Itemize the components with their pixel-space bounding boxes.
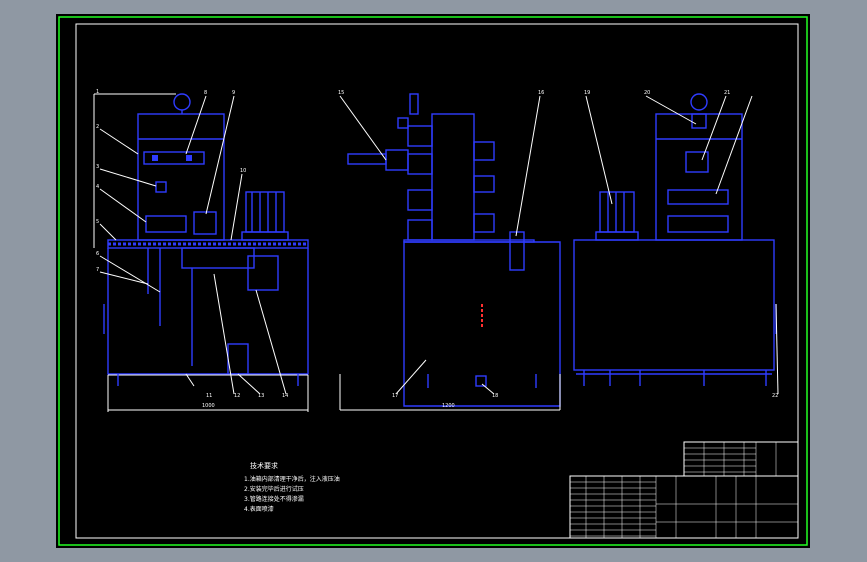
callout-6: 6 bbox=[96, 251, 99, 257]
callout-19: 19 bbox=[584, 90, 590, 96]
outer-border bbox=[58, 16, 808, 546]
tech-title: 技术要求 bbox=[250, 461, 278, 470]
callout-15: 15 bbox=[338, 90, 344, 96]
side-width-dim: 1200 bbox=[442, 403, 455, 409]
hydraulic-station-drawing: 1000 bbox=[58, 16, 808, 546]
callout-10: 10 bbox=[240, 168, 246, 174]
drawing-sheet: 1000 bbox=[56, 14, 810, 548]
callout-3: 3 bbox=[96, 164, 99, 170]
technical-notes: 技术要求 1.油箱内部清理干净后，注入液压油 2.安装完毕后进行试压 3.管路连… bbox=[244, 461, 340, 513]
rear-view bbox=[573, 93, 779, 395]
callout-11: 11 bbox=[206, 393, 212, 399]
callout-16: 16 bbox=[538, 90, 544, 96]
callout-21: 21 bbox=[724, 90, 730, 96]
note-3: 3.管路连接处不得渗漏 bbox=[244, 495, 304, 503]
callout-5: 5 bbox=[96, 219, 99, 225]
callout-7: 7 bbox=[96, 267, 99, 273]
title-block bbox=[569, 441, 799, 539]
note-2: 2.安装完毕后进行试压 bbox=[244, 485, 304, 493]
callout-18: 18 bbox=[492, 393, 498, 399]
callout-22: 22 bbox=[772, 393, 778, 399]
note-1: 1.油箱内部清理干净后，注入液压油 bbox=[244, 475, 340, 483]
callout-12: 12 bbox=[234, 393, 240, 399]
callout-9: 9 bbox=[232, 90, 235, 96]
callout-13: 13 bbox=[258, 393, 264, 399]
inner-border bbox=[75, 23, 799, 539]
callout-4: 4 bbox=[96, 184, 99, 190]
side-view: 1200 bbox=[339, 93, 561, 411]
callout-2: 2 bbox=[96, 124, 99, 130]
callout-17: 17 bbox=[392, 393, 398, 399]
callout-14: 14 bbox=[282, 393, 288, 399]
front-view: 1000 bbox=[93, 93, 309, 412]
callout-20: 20 bbox=[644, 90, 650, 96]
front-width-dim: 1000 bbox=[202, 403, 215, 409]
note-4: 4.表面喷漆 bbox=[244, 505, 274, 513]
callout-8: 8 bbox=[204, 90, 207, 96]
callout-1: 1 bbox=[96, 89, 99, 95]
